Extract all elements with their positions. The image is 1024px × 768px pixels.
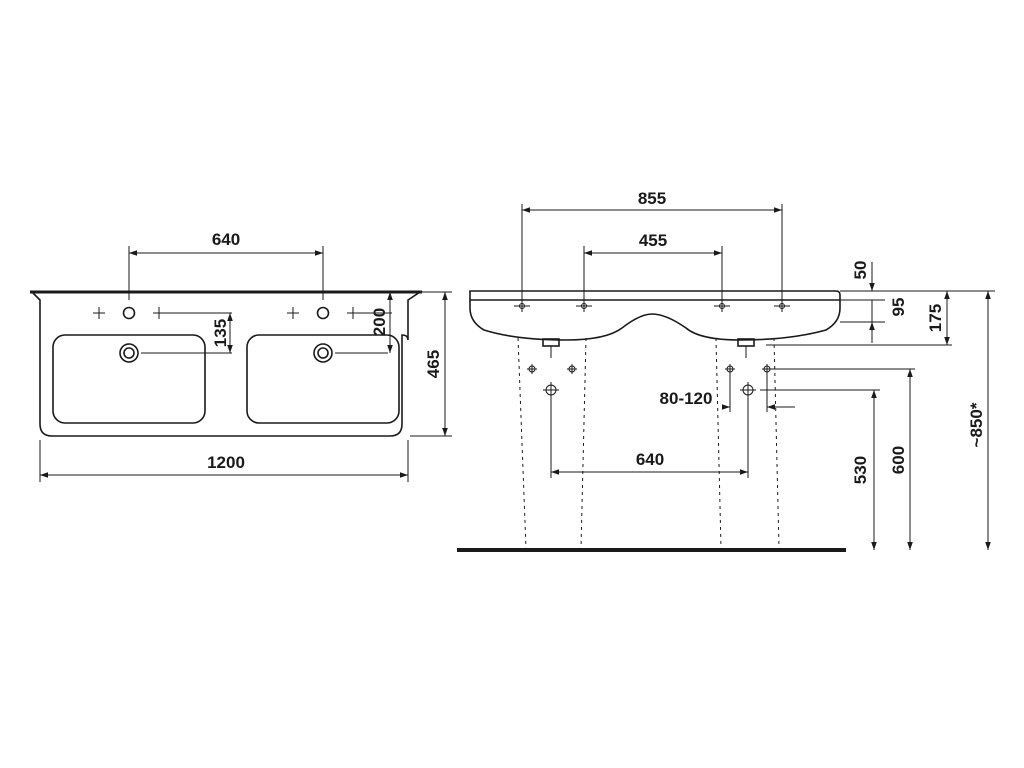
front-view-tap-holes	[514, 300, 790, 312]
drain-centerlines	[141, 312, 392, 354]
dim-waste-height: 530	[851, 390, 877, 550]
dim-waste-height-label: 530	[851, 456, 870, 484]
dim-bracket-inner-label: 455	[639, 231, 667, 250]
dim-width: 1200	[39, 440, 409, 482]
dim-rim-label: 50	[851, 261, 870, 280]
dim-tap-spacing-label: 640	[212, 230, 240, 249]
waste-outlets	[542, 338, 755, 358]
support-brackets	[517, 337, 780, 549]
dim-rim: 50	[851, 261, 875, 306]
dim-rim-height: ~850*	[967, 291, 991, 550]
dim-front-to-tap: 135	[211, 313, 233, 353]
dim-waste-offset: 80-120	[660, 374, 795, 412]
dim-depth: 465	[410, 291, 452, 437]
dim-bracket-outer: 855	[521, 189, 783, 300]
dim-supply-height: 600	[889, 369, 913, 550]
top-view: 640 135 200 465 1200	[30, 230, 452, 482]
left-drain	[119, 343, 139, 363]
dim-rim-height-label: ~850*	[967, 402, 986, 447]
dim-supply-height-label: 600	[889, 446, 908, 474]
dim-bowl-depth: 175	[926, 291, 950, 345]
connection-markers	[527, 364, 772, 398]
dim-depth-label: 465	[424, 350, 443, 378]
optional-tap-hole-markers	[93, 307, 359, 319]
dim-front-to-overflow-label: 200	[370, 308, 389, 336]
left-tap-hole	[122, 306, 136, 320]
dim-tap-spacing: 640	[128, 230, 324, 300]
dim-front-thickness-label: 95	[889, 298, 908, 317]
dim-bowl-depth-label: 175	[926, 304, 945, 332]
left-bowl	[52, 334, 206, 424]
dim-waste-spacing: 640	[550, 396, 749, 478]
dim-front-thickness: 95	[869, 298, 908, 343]
dim-width-label: 1200	[207, 453, 245, 472]
height-reference-lines	[760, 290, 995, 391]
front-view-basin	[469, 290, 841, 341]
dim-waste-offset-label: 80-120	[660, 389, 713, 408]
dim-bracket-inner: 455	[583, 231, 723, 300]
dim-bracket-outer-label: 855	[638, 189, 666, 208]
dim-waste-spacing-label: 640	[636, 450, 664, 469]
dim-front-to-overflow: 200	[370, 292, 393, 353]
right-tap-hole	[316, 306, 330, 320]
right-drain	[313, 343, 333, 363]
front-view: 855 455 50 95	[457, 189, 995, 552]
dim-front-to-tap-label: 135	[211, 319, 230, 347]
right-bowl	[246, 334, 400, 424]
top-view-basin-outline	[30, 291, 423, 437]
